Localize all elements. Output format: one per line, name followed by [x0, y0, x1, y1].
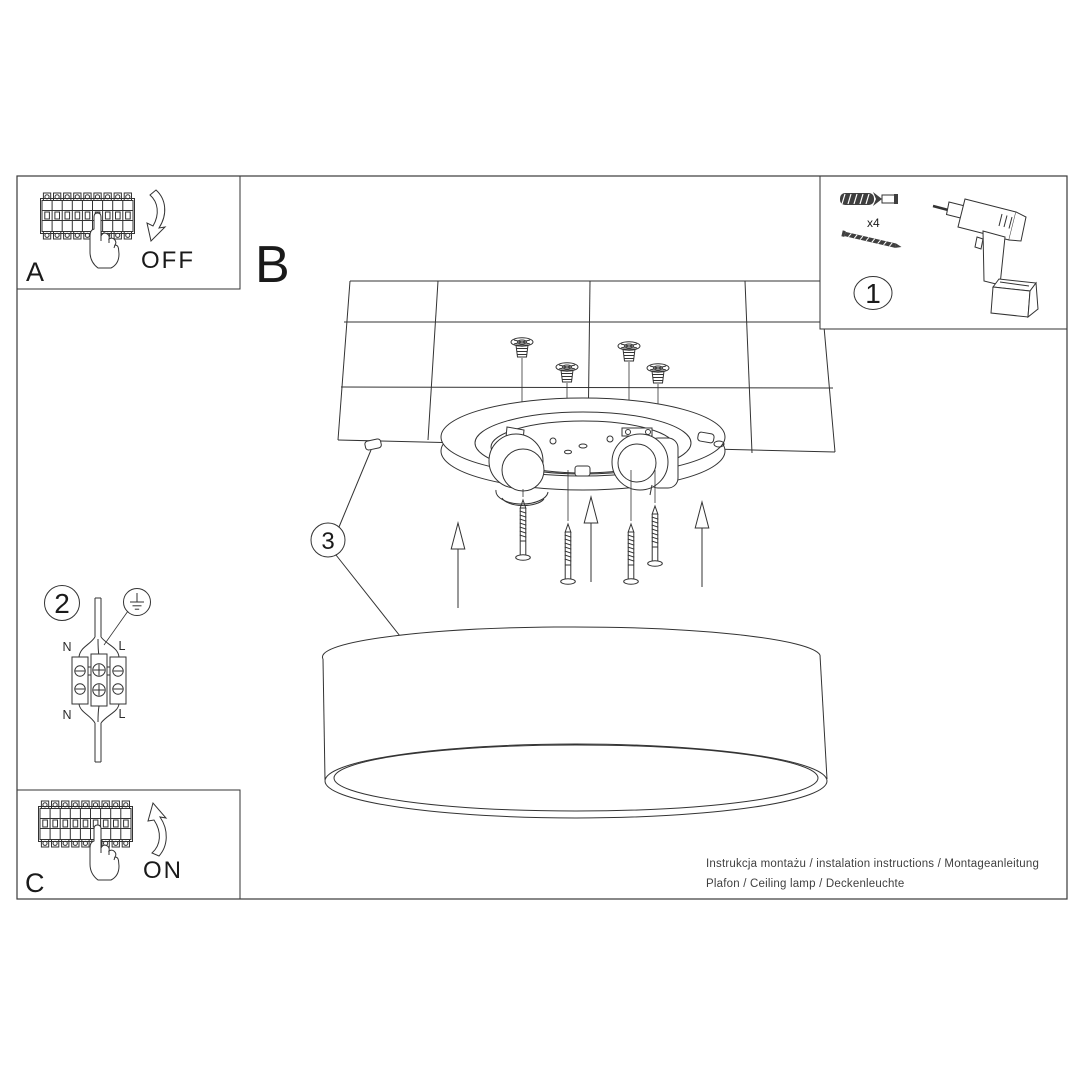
- wiring-diagram: 2: [44, 585, 151, 763]
- wire-earth: [97, 638, 100, 657]
- center-hole: [578, 443, 588, 449]
- curved-arrow-up-icon: [147, 801, 168, 857]
- step-2-badge: 2: [44, 585, 80, 621]
- wall-plug-in-ceiling: [617, 341, 641, 362]
- lamp-socket-right: [611, 427, 679, 496]
- direction-arrow: [583, 496, 599, 583]
- wire-label-n-bottom: N: [62, 708, 71, 722]
- leader-line: [338, 449, 372, 528]
- mains-cable-bottom: [78, 703, 120, 763]
- cable-clamp: [574, 465, 591, 477]
- direction-arrow: [694, 501, 710, 588]
- lamp-socket-left: [488, 426, 549, 507]
- mounting-screw-icon: [841, 230, 902, 248]
- alignment-lines-lower: [522, 470, 656, 521]
- wire-label-l-top: L: [119, 639, 126, 653]
- direction-arrow: [450, 522, 466, 609]
- drill-icon: [932, 198, 1039, 319]
- rim-clip: [364, 438, 382, 451]
- sheet-border: [16, 175, 1068, 900]
- wall-plug-icon: [840, 192, 898, 206]
- wire-n: [78, 636, 96, 658]
- step-2-number: 2: [54, 588, 70, 619]
- earth-leader-line: [103, 610, 129, 646]
- wall-plug-in-ceiling: [510, 337, 534, 358]
- power-on-label: ON: [143, 857, 183, 884]
- step-1-badge: 1: [853, 276, 893, 310]
- rim-hole: [713, 440, 725, 448]
- section-b-label: B: [255, 236, 290, 294]
- mounting-screw: [623, 523, 639, 585]
- lamp-shade: [321, 626, 828, 819]
- screw-hole: [564, 449, 572, 455]
- mounting-screw: [647, 505, 663, 567]
- step-3-badge: 3: [310, 449, 401, 637]
- panel-a: A OFF: [16, 175, 241, 290]
- curved-arrow-down-icon: [146, 189, 167, 242]
- footer-text-line1: Instrukcja montażu / instalation instruc…: [706, 858, 1039, 870]
- mounting-screw: [515, 499, 531, 561]
- wall-plug-in-ceiling: [555, 362, 579, 383]
- panel-c-label: C: [25, 868, 45, 898]
- panel-a-label: A: [26, 257, 44, 287]
- mounting-screw: [560, 523, 576, 585]
- mains-cable-top: [78, 597, 120, 658]
- rim-clip: [697, 431, 715, 444]
- wire-label-n-top: N: [62, 640, 71, 654]
- plate-screw: [549, 437, 557, 445]
- terminal-block: [71, 653, 127, 707]
- panel-c: C ON: [16, 789, 241, 900]
- panel-1: x4 1: [819, 175, 1068, 330]
- step-3-number: 3: [321, 528, 334, 555]
- wire-l: [100, 636, 120, 658]
- step-1-number: 1: [865, 278, 881, 309]
- wall-plug-in-ceiling: [646, 363, 670, 384]
- footer-text-line2: Plafon / Ceiling lamp / Deckenleuchte: [706, 878, 905, 890]
- main-assembly-diagram: 3: [310, 280, 836, 819]
- wire-label-l-bottom: L: [119, 707, 126, 721]
- plate-screw: [606, 435, 614, 443]
- power-off-label: OFF: [141, 247, 195, 274]
- wall-plug-quantity: x4: [867, 216, 880, 230]
- leader-line: [335, 554, 401, 637]
- mounting-plate: [364, 397, 726, 507]
